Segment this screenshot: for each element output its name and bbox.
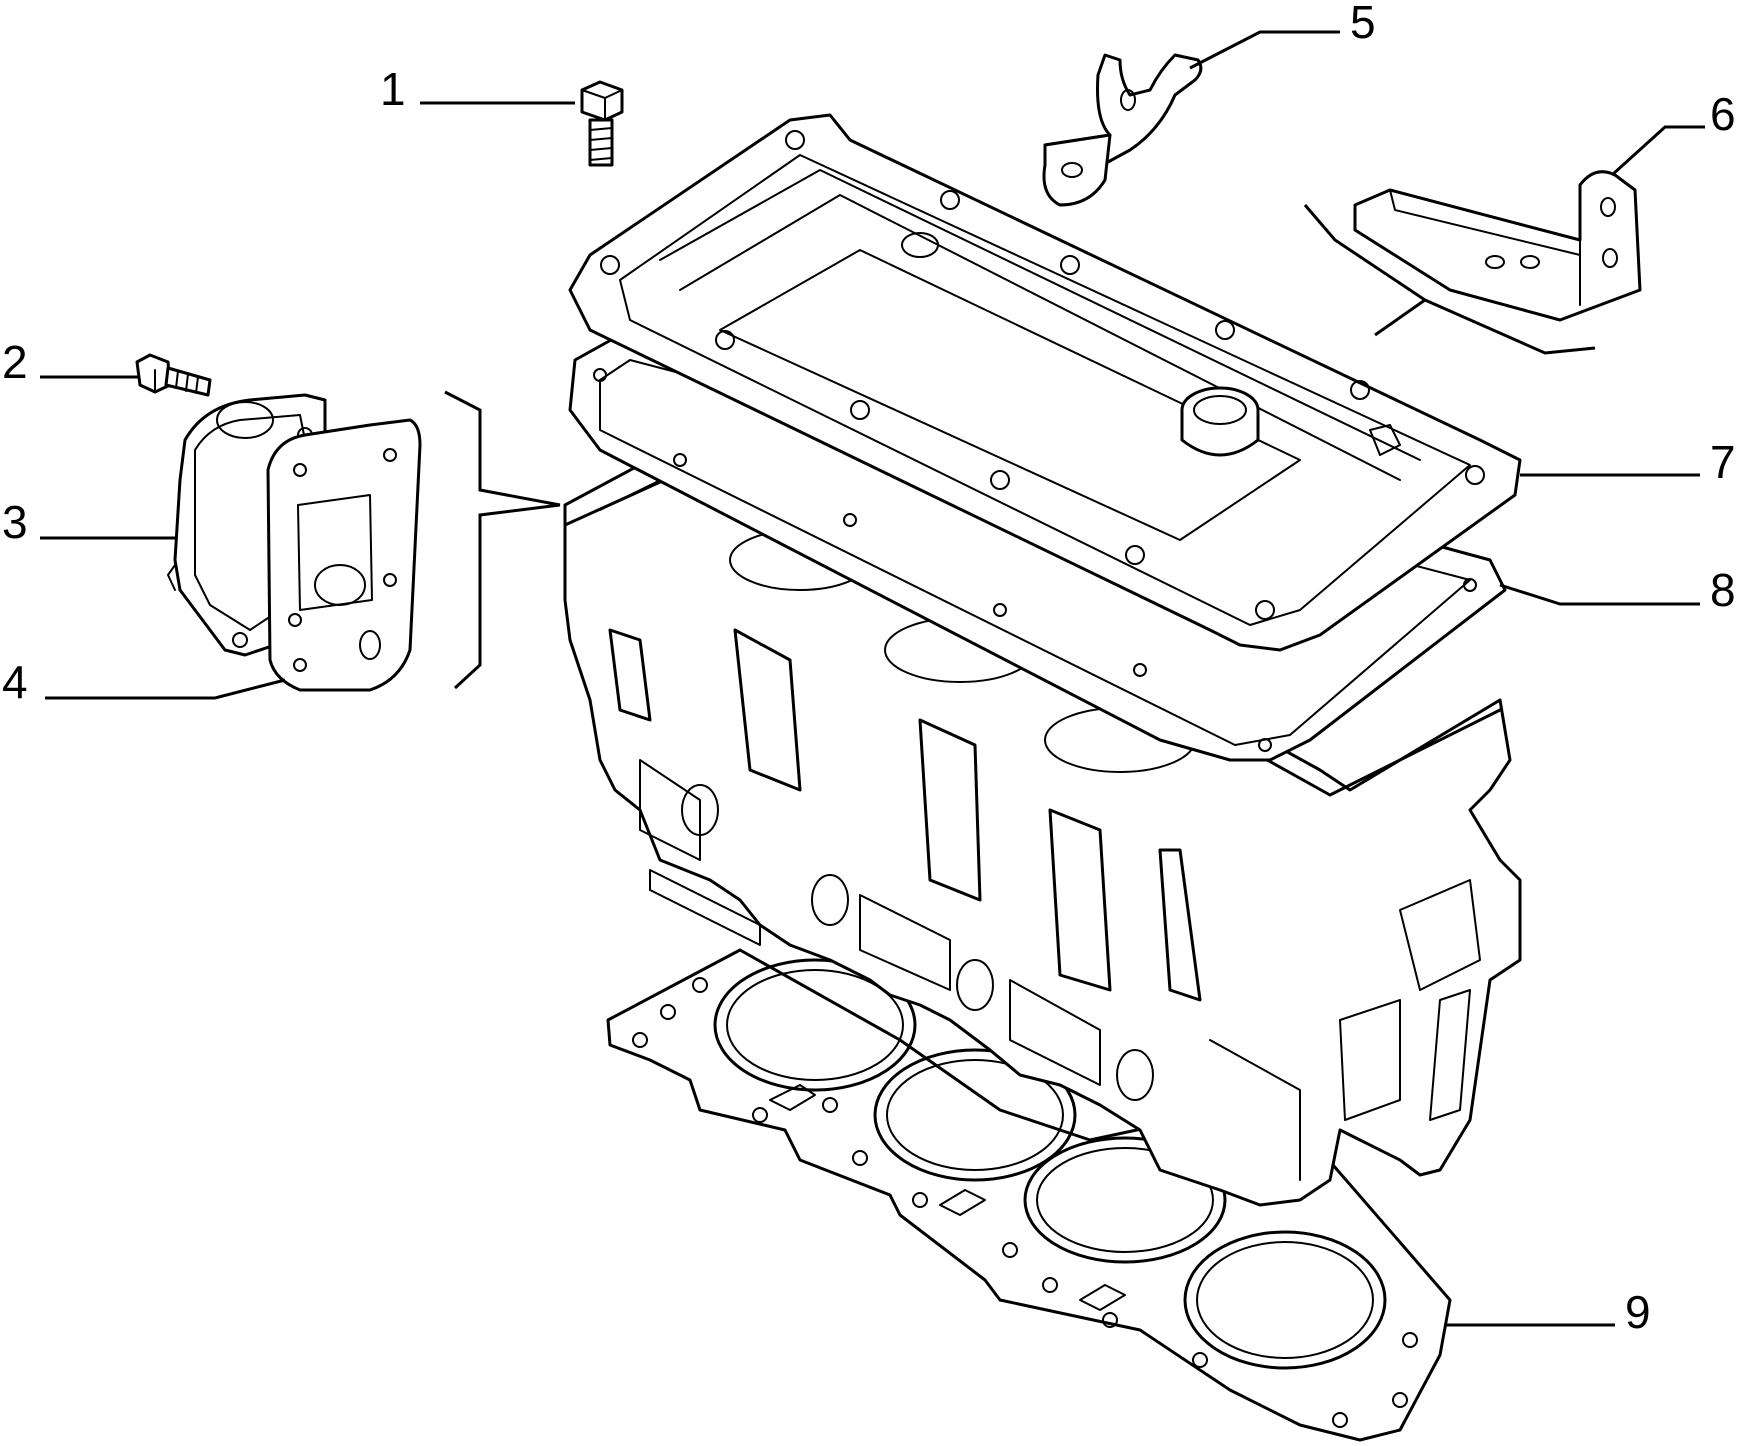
part-1-bolt	[580, 80, 624, 167]
callout-1: 1	[380, 63, 406, 115]
grouping-brackets	[444, 204, 1596, 690]
callout-6: 6	[1710, 88, 1736, 140]
part-5-clip	[1042, 53, 1203, 207]
callout-4: 4	[2, 656, 28, 708]
callout-5: 5	[1350, 0, 1376, 48]
callout-9: 9	[1625, 1286, 1651, 1338]
callout-7: 7	[1710, 436, 1736, 488]
leader-lines	[40, 30, 1705, 1327]
part-7-valve-cover	[568, 113, 1522, 652]
part-9-head-gasket	[606, 948, 1452, 1442]
part-6-bracket	[1353, 170, 1642, 322]
callout-3: 3	[2, 496, 28, 548]
part-4-gasket	[266, 418, 422, 692]
callout-2: 2	[2, 336, 28, 388]
part-2-bolt	[135, 353, 212, 397]
callout-8: 8	[1710, 564, 1736, 616]
callout-labels: 1 2 3 4 5 6 7 8 9	[2, 0, 1736, 1338]
